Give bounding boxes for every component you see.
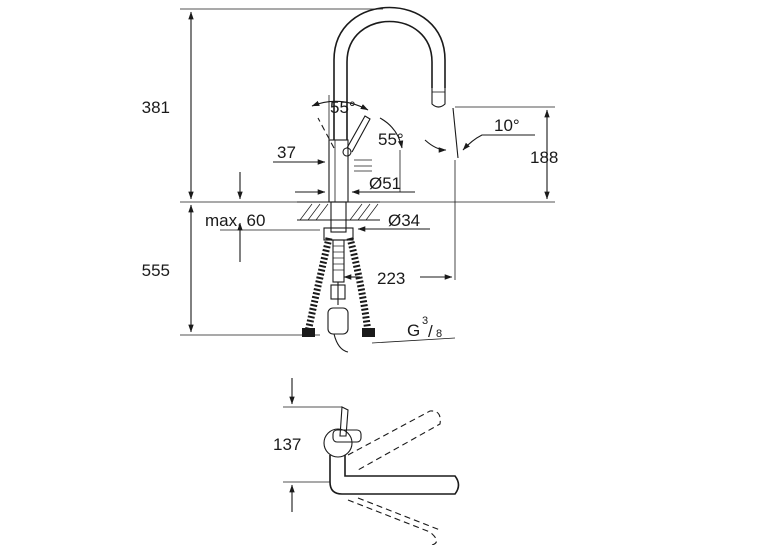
spray-head: [431, 88, 446, 108]
handle-pivot: [342, 147, 352, 157]
supply-hose-right: [346, 237, 372, 333]
under-length-label: 555: [142, 261, 170, 280]
top-lever: [339, 406, 349, 437]
spout-angle-leader: [462, 134, 535, 151]
deck-slab: [297, 201, 380, 221]
hose-loop: [333, 333, 349, 353]
handle-lever: [346, 115, 371, 153]
top-spout-swivel-upper: [347, 410, 441, 471]
hose-weight: [327, 307, 349, 335]
dia51-label: Ø51: [369, 174, 401, 193]
thread-g-label: G: [407, 321, 420, 340]
max60-label: max. 60: [205, 211, 265, 230]
hose-connector: [330, 284, 346, 300]
supply-hose-left: [304, 237, 333, 333]
thread-den-label: 8: [436, 328, 442, 340]
spout-outer: [333, 6, 446, 140]
offset137-label: 137: [273, 435, 301, 454]
thread-slash: /: [428, 322, 433, 341]
handle-lever-open-position: [317, 117, 335, 149]
dia34-label: Ø34: [388, 211, 420, 230]
lever-height-label: 37: [277, 143, 296, 162]
reach-label: 223: [377, 269, 405, 288]
top-handle-grip: [332, 429, 362, 443]
spout-inner: [346, 20, 433, 140]
faucet-body: [328, 139, 349, 203]
spout-angle-line: [452, 107, 459, 159]
thread-leader: [371, 337, 456, 344]
angle-top-arc: [311, 100, 369, 111]
top-spout-swivel-lower-inner: [357, 497, 441, 531]
spout-height-label: 188: [530, 148, 558, 167]
spout-angle-arc-left: [424, 139, 447, 153]
mounting-shank: [330, 201, 347, 233]
hose-fitting-right: [362, 328, 375, 337]
hose-fitting-left: [302, 328, 315, 337]
angle-handle-label: 55°: [378, 130, 404, 149]
spout-angle-label: 10°: [494, 116, 520, 135]
thread-num-label: 3: [422, 315, 428, 327]
side-view: 381 555 188 55° 55° 37: [142, 6, 558, 353]
total-height-label: 381: [142, 98, 170, 117]
top-view: 137: [273, 378, 460, 545]
angle-handle-arc: [379, 117, 404, 149]
angle-top-label: 55°: [330, 98, 356, 117]
top-body-circle: [323, 428, 353, 458]
top-spout-swivel-lower: [347, 499, 438, 545]
top-spout-main: [329, 455, 460, 495]
